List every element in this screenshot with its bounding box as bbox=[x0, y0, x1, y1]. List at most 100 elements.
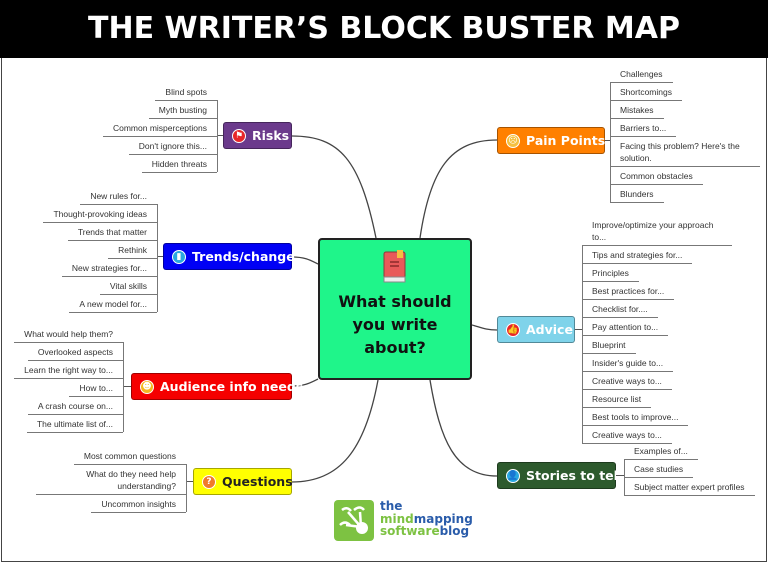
central-topic[interactable]: What should you write about? bbox=[318, 238, 472, 380]
question-icon: ? bbox=[202, 474, 216, 489]
branch-label: Audience info needs bbox=[160, 379, 304, 394]
child-topic[interactable]: Case studies bbox=[624, 460, 755, 478]
child-topic[interactable]: New rules for... bbox=[43, 187, 157, 205]
child-topic[interactable]: A crash course on... bbox=[14, 397, 123, 415]
link-advice bbox=[471, 324, 498, 331]
questions-stub bbox=[186, 481, 193, 482]
child-topic[interactable]: How to... bbox=[14, 379, 123, 397]
child-topic-label: Blunders bbox=[610, 185, 664, 203]
branch-risks[interactable]: ⚑Risks bbox=[223, 122, 292, 149]
child-topic[interactable]: Subject matter expert profiles bbox=[624, 478, 755, 496]
branch-advice[interactable]: 👍Advice bbox=[497, 316, 575, 343]
child-topic-label: Vital skills bbox=[99, 277, 157, 295]
child-topic[interactable]: Resource list bbox=[582, 390, 732, 408]
child-topic-label: Subject matter expert profiles bbox=[624, 478, 755, 496]
child-topic[interactable]: Learn the right way to... bbox=[14, 361, 123, 379]
child-topic-label: Best practices for... bbox=[582, 282, 675, 300]
child-topic[interactable]: Improve/optimize your approach to... bbox=[582, 216, 732, 246]
central-topic-label: What should you write about? bbox=[338, 292, 452, 357]
child-topic[interactable]: Uncommon insights bbox=[36, 495, 186, 513]
child-topic[interactable]: Blunders bbox=[610, 185, 760, 203]
logo-mind: mind bbox=[380, 511, 414, 526]
risks-bracket bbox=[217, 100, 218, 172]
branch-trends[interactable]: ▮Trends/change bbox=[163, 243, 295, 270]
child-topic-label: Overlooked aspects bbox=[27, 343, 123, 361]
stories-bracket bbox=[624, 459, 625, 495]
child-topic[interactable]: Thought-provoking ideas bbox=[43, 205, 157, 223]
child-topic-label: New rules for... bbox=[80, 187, 157, 205]
child-topic[interactable]: Principles bbox=[582, 264, 732, 282]
advice-stub bbox=[575, 329, 582, 330]
child-topic-label: Uncommon insights bbox=[91, 495, 186, 513]
branch-audience[interactable]: ☻Audience info needs bbox=[131, 373, 303, 400]
child-topic-label: Rethink bbox=[108, 241, 157, 259]
child-topic-label: Resource list bbox=[582, 390, 652, 408]
child-topic[interactable]: Vital skills bbox=[43, 277, 157, 295]
child-topic[interactable]: Best practices for... bbox=[582, 282, 732, 300]
child-topic-label: Principles bbox=[582, 264, 639, 282]
child-topic[interactable]: Don't ignore this... bbox=[103, 137, 217, 155]
child-topic[interactable]: New strategies for... bbox=[43, 259, 157, 277]
mind-map-logo-icon bbox=[334, 500, 374, 541]
child-topic-label: Creative ways to... bbox=[582, 372, 672, 390]
stories-stub bbox=[616, 475, 624, 476]
logo-blog: blog bbox=[439, 524, 470, 538]
logo-text: the mindmapping softwareblog bbox=[380, 500, 473, 538]
child-topic[interactable]: Pay attention to... bbox=[582, 318, 732, 336]
child-topic[interactable]: Most common questions bbox=[36, 447, 186, 465]
link-audience bbox=[291, 378, 319, 387]
child-topic[interactable]: Trends that matter bbox=[43, 223, 157, 241]
child-topic-label: Case studies bbox=[624, 460, 694, 478]
child-topic[interactable]: Hidden threats bbox=[103, 155, 217, 173]
child-topic-label: Thought-provoking ideas bbox=[43, 205, 157, 223]
child-topic[interactable]: What would help them? bbox=[14, 325, 123, 343]
logo-line1: the bbox=[380, 499, 403, 513]
branch-label: Advice bbox=[526, 322, 573, 337]
child-topic-label: Trends that matter bbox=[67, 223, 157, 241]
child-topic[interactable]: Tips and strategies for... bbox=[582, 246, 732, 264]
link-trends bbox=[291, 256, 319, 265]
branch-label: Trends/change bbox=[192, 249, 295, 264]
child-topic[interactable]: Overlooked aspects bbox=[14, 343, 123, 361]
child-topic[interactable]: A new model for... bbox=[43, 295, 157, 313]
child-topic-label: Don't ignore this... bbox=[128, 137, 217, 155]
audience-stub bbox=[123, 386, 131, 387]
child-topic-label: A crash course on... bbox=[27, 397, 123, 415]
child-topic-label: What would help them? bbox=[14, 325, 123, 343]
branch-pain[interactable]: ☹Pain Points bbox=[497, 127, 605, 154]
child-topic[interactable]: Blind spots bbox=[103, 83, 217, 101]
child-topic-label: Blueprint bbox=[582, 336, 636, 354]
child-topic[interactable]: Barriers to... bbox=[610, 119, 760, 137]
child-topic[interactable]: Blueprint bbox=[582, 336, 732, 354]
child-topic[interactable]: Facing this problem? Here's the solution… bbox=[610, 137, 760, 167]
child-topic[interactable]: Rethink bbox=[43, 241, 157, 259]
logo-software: software bbox=[380, 524, 440, 538]
child-topic-label: Examples of... bbox=[624, 442, 698, 460]
child-topic[interactable]: Common obstacles bbox=[610, 167, 760, 185]
child-topic-label: Mistakes bbox=[610, 101, 664, 119]
child-topic[interactable]: Mistakes bbox=[610, 101, 760, 119]
child-topic-label: New strategies for... bbox=[61, 259, 157, 277]
link-risks bbox=[291, 135, 377, 239]
child-topic[interactable]: Insider's guide to... bbox=[582, 354, 732, 372]
branch-label: Stories to tell bbox=[526, 468, 623, 483]
audience-bracket bbox=[123, 342, 124, 432]
branch-questions[interactable]: ?Questions bbox=[193, 468, 293, 495]
child-topic[interactable]: What do they need help understanding? bbox=[36, 465, 186, 495]
child-topic[interactable]: Common misperceptions bbox=[102, 119, 217, 137]
branch-stories[interactable]: 👤Stories to tell bbox=[497, 462, 622, 489]
child-topic-label: Pay attention to... bbox=[582, 318, 669, 336]
child-topic[interactable]: Creative ways to... bbox=[582, 426, 732, 444]
child-topic[interactable]: Best tools to improve... bbox=[582, 408, 732, 426]
child-topic[interactable]: Checklist for.... bbox=[582, 300, 732, 318]
child-topic[interactable]: Examples of... bbox=[624, 442, 755, 460]
child-topic[interactable]: The ultimate list of... bbox=[14, 415, 123, 433]
child-topic[interactable]: Myth busting bbox=[103, 101, 217, 119]
child-topic[interactable]: Shortcomings bbox=[610, 83, 760, 101]
child-topic[interactable]: Challenges bbox=[610, 65, 760, 83]
child-topic[interactable]: Creative ways to... bbox=[582, 372, 732, 390]
